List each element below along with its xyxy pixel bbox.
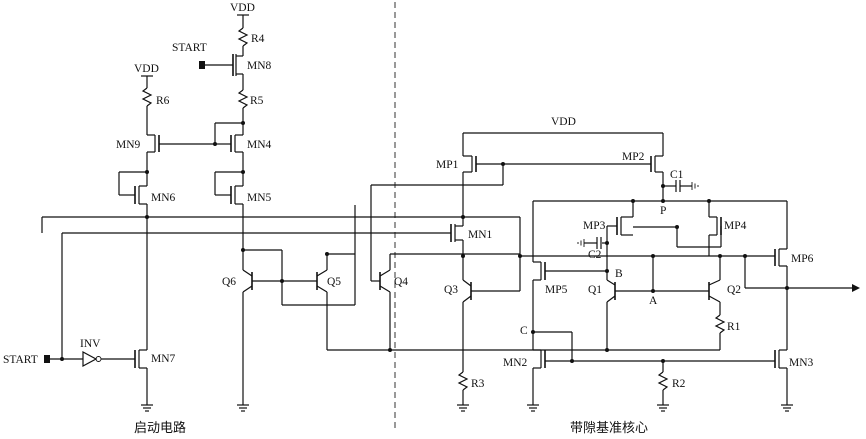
r5 [239,90,247,123]
label-vdd-box: VDD [551,116,576,128]
label-r4: R4 [251,33,265,45]
mn5-transistor [215,172,243,250]
label-mn7: MN7 [151,353,176,365]
mn8-transistor [199,54,243,90]
mn4-transistor [213,121,245,174]
label-mn6: MN6 [151,192,176,204]
r2 [657,361,669,411]
q3-transistor [457,217,522,411]
label-mn8: MN8 [247,60,272,72]
label-mp3: MP3 [583,220,606,232]
mn1-transistor [451,224,465,272]
label-node-a: A [649,295,658,307]
mp1-transistor [461,156,651,226]
label-mp2: MP2 [622,151,645,163]
label-r1: R1 [727,321,741,333]
q6-transistor [237,248,284,411]
mn6-transistor [119,170,149,350]
label-mn1: MN1 [468,229,493,241]
label-mp6: MP6 [791,253,814,265]
label-mn2: MN2 [503,357,528,369]
label-q5: Q5 [327,276,341,288]
label-inv: INV [80,338,101,350]
label-mn5: MN5 [247,192,272,204]
caption-core: 带隙基准核心 [570,421,648,436]
q2-transistor [653,254,724,350]
label-start-left: START [3,354,38,366]
label-r5: R5 [250,95,264,107]
label-mn4: MN4 [247,139,272,151]
label-mp4: MP4 [724,220,747,232]
label-node-p: P [660,205,666,217]
label-c2: C2 [588,249,602,261]
label-q4: Q4 [394,276,408,288]
r6-branch [141,76,153,135]
q1-transistor [605,254,655,352]
label-vdd-left: VDD [134,63,159,75]
r4-branch [237,15,249,54]
label-start-top: START [172,42,207,54]
label-r3: R3 [471,378,485,390]
label-q6: Q6 [222,276,236,288]
label-node-c: C [520,325,528,337]
mn9-transistor [147,135,215,178]
mp6-transistor [520,201,860,350]
label-mp1: MP1 [436,159,459,171]
label-vdd-top: VDD [230,2,255,14]
q5-transistor [282,205,355,350]
mp4-transistor [675,201,721,256]
label-r6: R6 [156,95,170,107]
q4-transistor [371,185,520,352]
caption-startup: 启动电路 [134,420,186,436]
label-mn9: MN9 [116,139,141,151]
label-mp5: MP5 [545,284,568,296]
label-q1: Q1 [588,284,602,296]
label-c1: C1 [670,169,684,181]
mn2-transistor [527,330,775,411]
label-r2: R2 [672,378,686,390]
inverter [44,352,135,366]
label-mn3: MN3 [789,357,814,369]
label-q2: Q2 [727,284,741,296]
label-node-b: B [615,268,623,280]
label-q3: Q3 [444,284,458,296]
